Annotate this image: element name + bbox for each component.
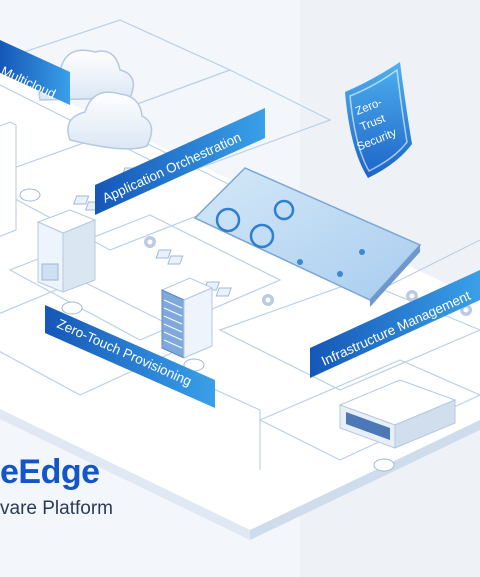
- chip-icon: [155, 249, 184, 265]
- gear-icon: [144, 236, 156, 248]
- brand-title: eEdge: [0, 453, 100, 491]
- shield-icon: Zero- Trust Security: [345, 62, 412, 178]
- node-markers: [19, 188, 395, 472]
- server-icon: [160, 277, 214, 359]
- brand-subtitle: vare Platform: [0, 498, 113, 519]
- dashboard-screen: [193, 167, 422, 307]
- gear-icon: [406, 290, 418, 302]
- server-icon: [36, 209, 97, 293]
- gear-icon: [262, 294, 274, 306]
- server-icon: [0, 121, 17, 237]
- map-pin-icon: [297, 249, 365, 277]
- edge-appliance: [338, 379, 457, 449]
- brand-block: eEdge vare Platform: [0, 452, 200, 520]
